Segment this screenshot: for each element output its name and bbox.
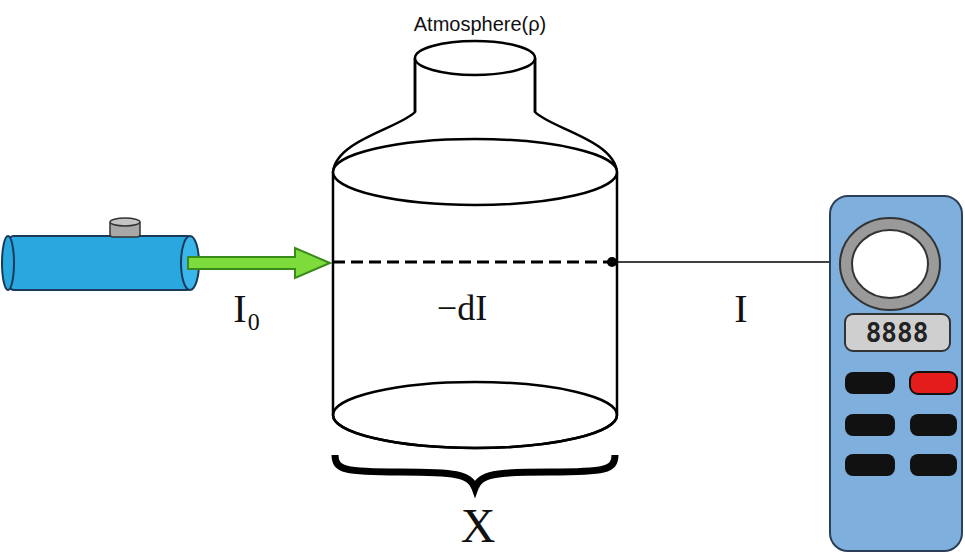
atmosphere-label: Atmosphere(ρ): [414, 13, 547, 36]
beam-path: [333, 261, 610, 264]
meter-display: 8888: [866, 318, 929, 348]
length-brace: [335, 455, 615, 488]
beam-arrow: [188, 248, 330, 278]
path-length: X: [461, 498, 496, 553]
light-meter: [830, 196, 962, 551]
incident-intensity: I₀: [233, 285, 260, 332]
absorbed-intensity: −dI: [437, 287, 487, 329]
transmitted-intensity: I: [734, 285, 747, 332]
laser-source: [2, 218, 199, 290]
sample-bottle: [333, 41, 617, 448]
